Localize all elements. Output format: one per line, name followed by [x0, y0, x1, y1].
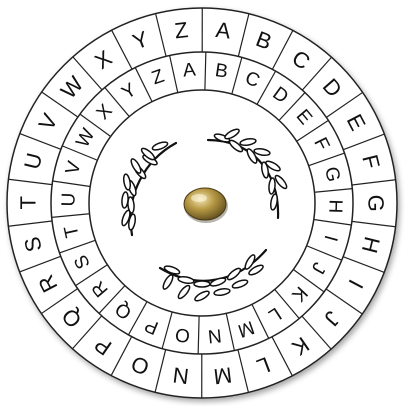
inner-letter-o: O	[174, 323, 192, 346]
outer-letter-g: G	[363, 195, 388, 212]
laurel-leaf-icon	[194, 281, 210, 287]
inner-letter-a: A	[182, 60, 197, 82]
outer-letter-n: N	[171, 362, 190, 389]
outer-letter-t: T	[15, 196, 40, 209]
inner-letter-h: H	[324, 199, 345, 213]
inner-letter-u: U	[58, 192, 79, 206]
laurel-leaf-icon	[121, 192, 128, 208]
inner-letter-n: N	[207, 324, 223, 346]
outer-letter-m: M	[212, 362, 233, 389]
laurel-leaf-icon	[268, 178, 275, 194]
